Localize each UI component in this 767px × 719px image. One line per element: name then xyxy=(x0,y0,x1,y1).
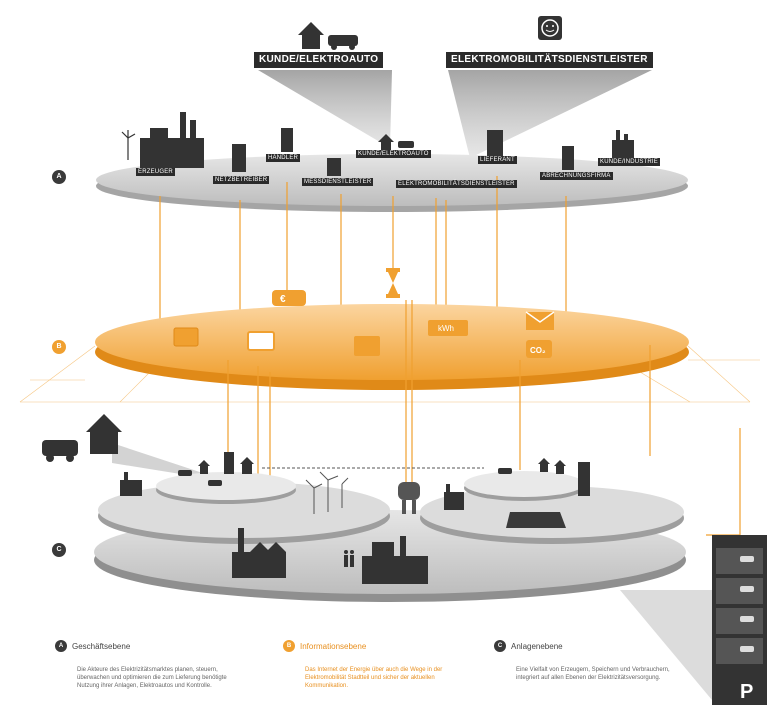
industry-icon xyxy=(612,130,634,158)
kwh-label: kWh xyxy=(438,324,454,333)
provider-callout: ELEKTROMOBILITÄTSDIENSTLEISTER xyxy=(446,52,653,68)
legend-title-c: Anlagenebene xyxy=(511,641,563,651)
wind-farm-icon xyxy=(305,471,349,514)
actor-label-metering: MESSDIENSTLEISTER xyxy=(302,178,374,186)
co2-label: CO₂ xyxy=(530,346,546,355)
factory-right-icon xyxy=(444,484,464,510)
actor-label-supplier: LIEFERANT xyxy=(478,156,517,164)
electric-car-icon xyxy=(42,440,78,462)
id-card-icon xyxy=(247,331,275,351)
level-c-badge: C xyxy=(52,543,66,557)
parking-beam xyxy=(620,590,712,700)
parked-cars-icon xyxy=(740,556,754,652)
legend-text-c: Eine Vielfalt von Erzeugern, Speichern u… xyxy=(516,667,670,681)
power-plant-icon xyxy=(140,112,204,168)
customer-callout: KUNDE/ELEKTROAUTO xyxy=(254,52,384,68)
envelope-icon xyxy=(525,311,555,330)
grid-lines xyxy=(19,345,760,403)
euro-card-icon xyxy=(272,290,306,306)
level-b-badge: B xyxy=(52,340,66,354)
trader-building-icon xyxy=(281,128,293,152)
billing-building-icon xyxy=(562,146,574,170)
actor-label-billing: ABRECHNUNGSFIRMA xyxy=(540,172,613,180)
actor-label-emobility-provider: ELEKTROMOBILITÄTSDIENSTLEISTER xyxy=(396,180,517,188)
hourglass-icon xyxy=(386,268,400,298)
level-a-badge: A xyxy=(52,170,66,184)
document-icon xyxy=(354,336,380,356)
legend-business-level: A Geschäftsebene Die Akteure des Elektri… xyxy=(55,638,255,690)
home-icon xyxy=(86,414,122,454)
car-icon xyxy=(328,35,358,50)
actor-label-grid-operator: NETZBETREIBER xyxy=(213,176,270,184)
power-station-icon xyxy=(362,536,428,584)
actor-label-trader: HÄNDLER xyxy=(266,154,301,162)
big-factory-icon xyxy=(232,528,286,578)
kwh-meter-icon xyxy=(428,320,468,336)
left-district-top xyxy=(156,472,296,500)
co2-icon xyxy=(526,340,552,358)
legend-badge-a: A xyxy=(55,640,67,652)
actor-label-industry: KUNDE/INDUSTRIE xyxy=(598,158,661,166)
grid-operator-building-icon xyxy=(232,144,246,172)
house-icon xyxy=(298,22,324,49)
legend-badge-c: C xyxy=(494,640,506,652)
folder-icon xyxy=(173,327,199,347)
actor-label-customer-ev: KUNDE/ELEKTROAUTO xyxy=(356,150,431,158)
charging-station-icon xyxy=(398,482,420,514)
right-district-top xyxy=(464,471,584,497)
metering-building-icon xyxy=(327,158,341,176)
euro-symbol: € xyxy=(280,294,286,305)
small-houses-right-icon xyxy=(498,458,590,496)
solar-panel-icon xyxy=(506,512,566,528)
actor-label-generator: ERZEUGER xyxy=(136,168,175,176)
legend-title-a: Geschäftsebene xyxy=(72,641,131,651)
legend-text-a: Die Akteure des Elektrizitätsmarktes pla… xyxy=(77,667,227,689)
supplier-building-icon xyxy=(487,130,503,156)
customer-beam xyxy=(258,70,392,148)
small-houses-left-icon xyxy=(178,452,254,486)
legend-title-b: Informationsebene xyxy=(300,641,367,651)
legend-text-b: Das Internet der Energie über auch die W… xyxy=(305,667,443,689)
factory-left-icon xyxy=(120,472,142,496)
legend-badge-b: B xyxy=(283,640,295,652)
parking-sign: P xyxy=(740,681,753,703)
smiley-icon xyxy=(538,16,562,40)
wind-turbine-icon xyxy=(121,130,136,160)
customer-small-icon xyxy=(378,134,414,150)
legend-asset-level: C Anlagenebene Eine Vielfalt von Erzeuge… xyxy=(494,638,694,682)
legend-info-level: B Informationsebene Das Internet der Ene… xyxy=(283,638,483,690)
people-icon xyxy=(344,550,354,567)
parking-garage-icon xyxy=(712,535,767,705)
